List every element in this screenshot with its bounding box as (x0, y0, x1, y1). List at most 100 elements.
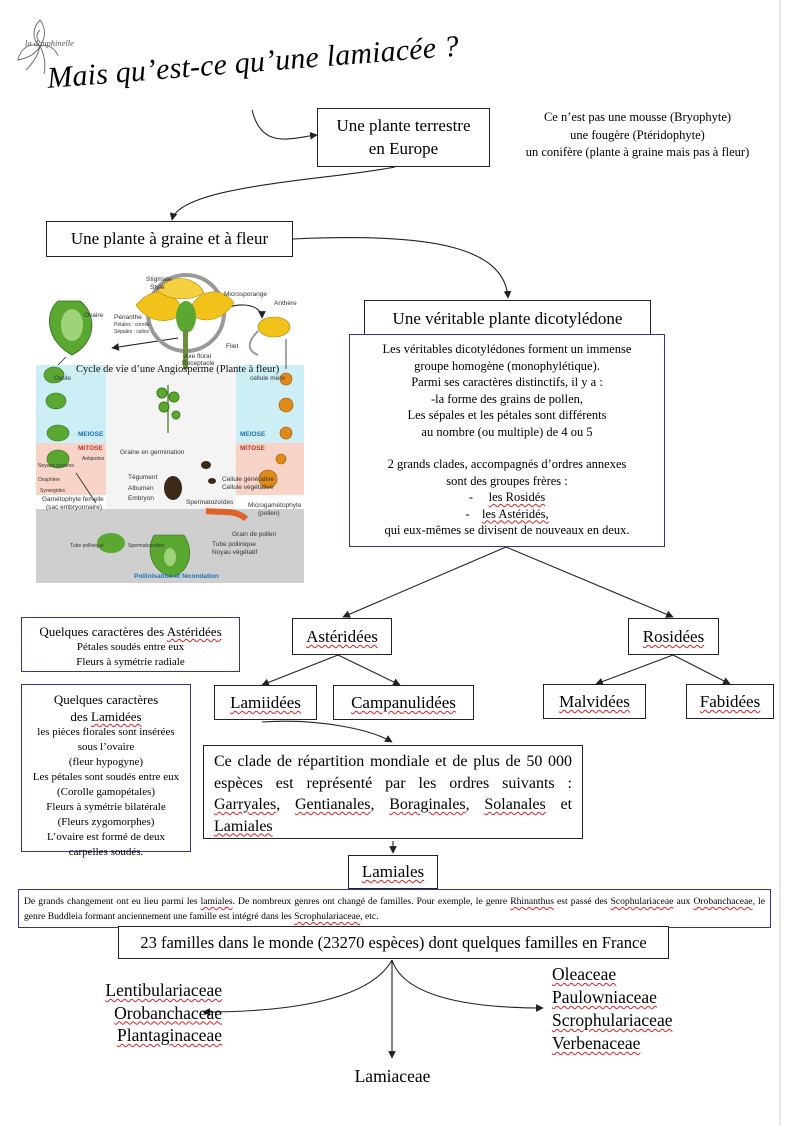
lamid-line10: L’ovaire est formé de deux (46, 831, 166, 843)
node-malvidees-label: Malvidées (559, 692, 630, 711)
arrow-rosid-to-malvid (595, 654, 674, 686)
family-lamiaceae: Lamiaceae (354, 1066, 431, 1086)
right-families: Oleaceae Paulowniaceae Scrophulariaceae … (552, 963, 752, 1055)
label-albumen: Albumen (128, 485, 154, 492)
label-synergides: Synergides (40, 488, 66, 494)
family-right-3: Verbenaceae (552, 1032, 752, 1055)
changes-p5: , le genre Buddleia formant anciennement… (24, 896, 765, 922)
arrow-lamiid-to-clade (261, 720, 393, 743)
lamid-line7: (Corolle gamopétales) (56, 786, 156, 798)
order-lamiales: Lamiales (214, 817, 273, 835)
order-solanales: Solanales (484, 796, 546, 813)
mitose-band-left (36, 443, 106, 495)
left-families: Lentibulariaceae Orobanchaceae Plantagin… (40, 979, 222, 1047)
dicot-line1: Les véritables dicotylédones forment un … (382, 342, 632, 356)
dicot-line4: -la forme des grains de pollen, (430, 391, 584, 406)
arrow-rosid-to-fabid (672, 654, 731, 685)
angiosperm-cycle-figure: Stigmate Style Ovaire Périanthe Pétales … (36, 273, 304, 583)
label-mitose-left: MITOSE (78, 445, 103, 452)
node-asteridees-label: Astéridées (306, 627, 378, 646)
family-verbenaceae: Verbenaceae (552, 1033, 641, 1053)
lamid-line8: Fleurs à symétrie bilatérale (46, 801, 166, 813)
label-petales: Pétales : corolle (114, 322, 150, 328)
node-asteridees: Astéridées (292, 618, 392, 655)
changes-note: De grands changement ont eu lieu parmi l… (18, 889, 771, 928)
node-graine: Une plante à graine et à fleur (46, 221, 293, 257)
family-right-2: Scrophulariaceae (552, 1009, 752, 1032)
node-terrestre: Une plante terrestre en Europe (317, 108, 490, 167)
label-pollen: (pollen) (258, 510, 280, 517)
label-germination: Graine en germination (120, 449, 185, 456)
aster-chars-title-a: Quelques caractères des (39, 624, 167, 639)
order-boraginales: Boraginales (389, 796, 466, 813)
clade-line1: Ce clade de répartition mondiale et de p… (214, 753, 572, 770)
dicot-line3: Parmi ses caractères distinctifs, il y a… (411, 375, 603, 389)
dauphinelle-flower-icon (17, 19, 59, 75)
dicot-line7: 2 grands clades, accompagnés d’ordres an… (387, 457, 627, 471)
label-sepales: Sépales : calice (114, 329, 150, 335)
lamid-line3: les pièces florales sont insérées (37, 726, 175, 738)
node-rosidees-label: Rosidées (642, 627, 705, 646)
label-mitose-right: MITOSE (240, 445, 265, 452)
family-oleaceae: Oleaceae (552, 964, 617, 984)
dicot-line10: - les Astéridés, (350, 506, 664, 523)
node-lamiales: Lamiales (348, 855, 438, 889)
label-anthere: Anthère (274, 300, 297, 307)
arrow-familles-to-left (202, 959, 393, 1016)
dicot-line9: - les Rosidés (350, 489, 664, 506)
changes-w5: Scrophulariaceae (294, 911, 361, 922)
note-not-line3: un conifère (plante à graine mais pas à … (525, 145, 750, 159)
clade-sep2: , (370, 796, 390, 813)
dicot-line11: qui eux-mêmes se divisent de nouveaux en… (384, 523, 630, 537)
family-right-0: Oleaceae (552, 963, 752, 986)
label-ovaire: Ovaire (84, 312, 104, 319)
label-meiose-right: MEIOSE (240, 431, 266, 438)
label-cell-gen: Cellule générative (222, 476, 275, 483)
changes-w2: Rhinanthus (510, 896, 554, 907)
label-cell-veg: Cellule végétative (222, 484, 274, 491)
changes-p1: De grands changement ont eu lieu parmi l… (24, 896, 201, 907)
lamid-line2b: Lamidées (91, 709, 142, 724)
dicot-line5: Les sépales et les pétales sont différen… (407, 408, 607, 422)
cycle-drawing (43, 273, 294, 578)
aster-chars-box: Quelques caractères des Astéridées Pétal… (21, 617, 240, 672)
label-grain: Grain de pollen (232, 531, 277, 538)
changes-p3: est passé des (553, 896, 611, 907)
label-receptacle: Réceptacle (182, 360, 215, 367)
label-ovule: Ovule (54, 375, 71, 382)
node-rosidees: Rosidées (628, 618, 719, 655)
node-fabidees-label: Fabidées (699, 692, 761, 711)
cycle-caption: Cycle de vie d’une Angiosperme (Plante à… (76, 364, 280, 375)
node-familles: 23 familles dans le monde (23270 espèces… (118, 926, 669, 959)
label-noyau-veg: Noyau végétatif (212, 549, 258, 556)
dicot-line6: au nombre (ou multiple) de 4 ou 5 (421, 424, 593, 439)
clade-description: Ce clade de répartition mondiale et de p… (203, 745, 583, 839)
family-left-2: Plantaginaceae (40, 1024, 222, 1047)
lamid-chars-box: Quelques caractères des Lamidées les piè… (21, 684, 191, 858)
label-embryon: Embryon (128, 495, 155, 502)
label-sac: (sac embryonnaire) (46, 504, 102, 511)
label-style: Style (150, 284, 165, 291)
note-not-line1: Ce n’est pas une mousse (Bryophyte) (543, 110, 732, 124)
family-orobanchaceae: Orobanchaceae (114, 1002, 222, 1023)
label-cellule-mere: cellule mère (250, 375, 286, 382)
lamid-line2: des Lamidées (22, 708, 190, 725)
node-campanulidees: Campanulidées (333, 685, 474, 720)
node-lamiidees: Lamiidées (214, 685, 317, 720)
label-axe: Axe floral (184, 353, 212, 360)
logo: la dauphinelle (10, 12, 85, 82)
arrow-graine-to-dicot (292, 237, 512, 299)
dicot-line8: sont des groupes frères : (446, 473, 568, 488)
lamid-line9: (Fleurs zygomorphes) (57, 816, 155, 828)
dicot-rosides: les Rosidés (488, 490, 546, 504)
label-oosphere: Oosphère (38, 477, 60, 483)
node-malvidees: Malvidées (543, 684, 646, 719)
order-gentianales: Gentianales (294, 796, 371, 813)
label-antipodes: Antipodes (82, 456, 105, 462)
changes-w1: lamiales (200, 896, 233, 907)
lamid-line1: Quelques caractères (53, 692, 159, 707)
node-campanulidees-label: Campanulidées (351, 693, 456, 712)
aster-chars-title: Quelques caractères des Astéridées (22, 623, 239, 640)
node-terrestre-line1: Une plante terrestre (336, 116, 471, 135)
arrow-cycle-to-ovary (111, 337, 179, 351)
